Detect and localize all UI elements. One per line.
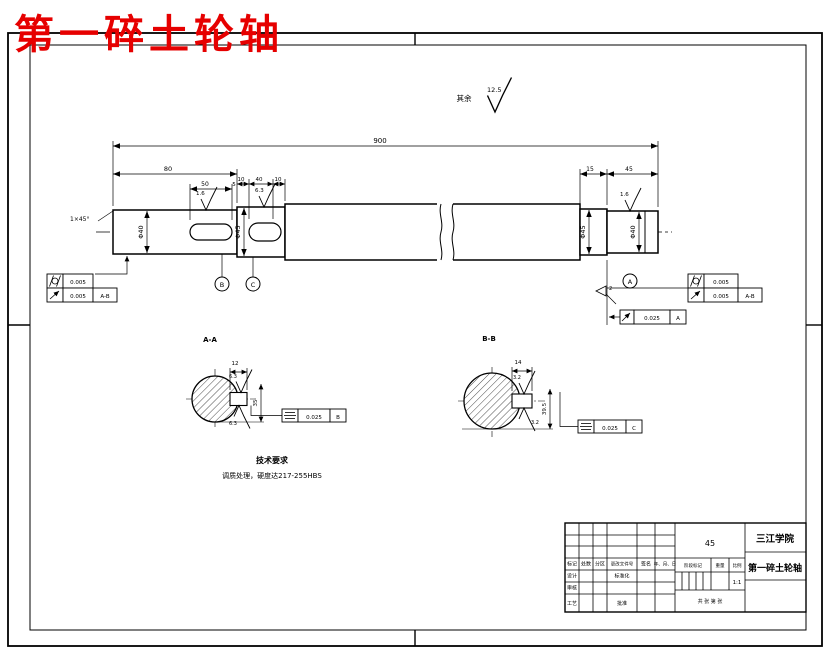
- section-b-sym-datum: C: [632, 426, 636, 432]
- general-roughness-label: 其余: [457, 93, 472, 103]
- section-b-label: B-B: [482, 335, 496, 343]
- tb-stage-mark: 阶段标记: [684, 562, 702, 569]
- tech-req-line1: 调质处理，硬度达217-255HBS: [222, 471, 322, 480]
- title-block: 标记 处数 分区 更改文件号 签名 年、月、日 设计 标准化 审核 工艺 批准 …: [564, 522, 807, 613]
- tb-standardize: 标准化: [614, 573, 629, 580]
- section-a-sym-datum: B: [336, 415, 340, 421]
- section-b-rough-bottom: 3.2: [531, 420, 539, 426]
- section-b-rough-top: 3.2: [513, 375, 521, 381]
- technical-requirements: 技术要求 调质处理，硬度达217-255HBS: [222, 455, 322, 480]
- tol-left-2-value: 0.005: [70, 294, 86, 300]
- roughness-icon: [518, 370, 536, 395]
- datum-c-label: C: [251, 281, 256, 289]
- tol-right-2-datum: A-B: [745, 294, 754, 300]
- dim-step-3: 10: [275, 177, 282, 183]
- break-lines: [437, 202, 455, 262]
- tb-header-zone: 分区: [595, 561, 605, 568]
- tb-part-name: 第一碎土轮轴: [748, 562, 802, 574]
- chamfer-note: 1×45°: [70, 216, 89, 223]
- tol-lower-value: 0.025: [644, 316, 660, 322]
- tol-lower-datum: A: [676, 316, 680, 322]
- tol-right-2-value: 0.005: [713, 294, 729, 300]
- section-a-key-depth: 35: [253, 399, 259, 406]
- section-b-key-width: 14: [515, 360, 522, 366]
- tb-header-date: 年、月、日: [654, 561, 677, 568]
- roughness-second-value: 6.3: [255, 188, 264, 194]
- cylindricity-icon: [690, 275, 702, 287]
- datum-labels: B C A: [214, 254, 688, 292]
- section-a-rough-bottom: 6.3: [229, 421, 237, 427]
- dim-right-2: 45: [625, 166, 633, 173]
- tolerance-frames-left: 0.005 0.005 A-B: [46, 255, 130, 303]
- tb-design: 设计: [567, 573, 577, 580]
- sheet-border: [7, 32, 823, 647]
- keyways: [189, 222, 282, 242]
- symmetry-icon: [580, 423, 592, 430]
- cylindricity-icon: [49, 275, 61, 287]
- tb-scale-label: 比例: [733, 562, 742, 569]
- tech-req-heading: 技术要求: [256, 455, 289, 465]
- roughness-icon: [235, 369, 253, 393]
- dim-overall: 900: [373, 137, 386, 145]
- section-a: A-A 12 35 6.3 6.3 0.025 B: [186, 336, 347, 429]
- symmetry-icon: [284, 412, 296, 419]
- tb-sheet-info: 共 张 第 张: [698, 598, 723, 605]
- general-roughness-value: 12.5: [487, 86, 501, 94]
- section-a-sym-value: 0.025: [306, 415, 322, 421]
- tb-header-docno: 更改文件号: [611, 561, 634, 568]
- dim-left-length: 80: [164, 165, 172, 173]
- tolerance-frames-right: 0.005 0.005 A-B 0.025 A: [609, 273, 763, 325]
- tb-process: 工艺: [567, 601, 577, 607]
- runout-icon: [49, 290, 60, 300]
- tb-header-mark: 标记: [567, 561, 577, 568]
- section-b-sym-value: 0.025: [602, 426, 618, 432]
- dimensions: [97, 141, 659, 325]
- tb-weight: 重量: [716, 562, 725, 569]
- roughness-right-value: 1.6: [620, 192, 629, 198]
- roughness-icon: [486, 76, 513, 113]
- roughness-left-value: 1.6: [196, 191, 205, 197]
- tb-approve: 批准: [617, 600, 627, 607]
- dia-second: Φ45: [234, 225, 242, 238]
- tb-material: 45: [705, 539, 715, 548]
- tol-left-2-datum: A-B: [100, 294, 109, 300]
- tb-check: 审核: [567, 585, 577, 592]
- tb-header-sign: 签名: [641, 561, 651, 568]
- tol-left-1-value: 0.005: [70, 280, 86, 286]
- section-a-rough-top: 6.3: [229, 374, 237, 380]
- section-a-keyway: [229, 391, 248, 407]
- dia-right-journal: Φ40: [629, 225, 637, 238]
- section-b: B-B 14 39.5 3.2 3.2 0.025 C: [458, 335, 643, 437]
- flag-note: 2: [609, 286, 612, 292]
- main-view: 900 80 50 5 10 40 10 15 45 Φ40 Φ45 Φ45 Φ…: [70, 137, 688, 325]
- datum-a-label: A: [628, 278, 633, 286]
- tol-right-1-value: 0.005: [713, 280, 729, 286]
- general-roughness-note: 其余 12.5: [457, 76, 513, 113]
- tb-scale-value: 1:1: [733, 580, 742, 586]
- dimension-texts: 900 80 50 5 10 40 10 15 45 Φ40 Φ45 Φ45 Φ…: [70, 137, 637, 239]
- tb-header-count: 处数: [581, 561, 591, 568]
- section-a-key-width: 12: [232, 361, 239, 367]
- dim-right-1: 15: [586, 166, 594, 173]
- runout-icon: [621, 312, 631, 322]
- runout-icon: [690, 290, 701, 300]
- dim-keyway1-length: 50: [201, 181, 209, 188]
- centering-marks: [8, 33, 822, 646]
- datum-b-label: B: [220, 281, 224, 289]
- dim-keyway1-gap: 5: [232, 182, 236, 188]
- page-title: 第一碎土轮轴: [14, 12, 284, 58]
- center-hole-flag: 2: [595, 285, 617, 305]
- tb-school: 三江学院: [756, 533, 795, 545]
- section-a-label: A-A: [203, 336, 217, 344]
- section-b-keyway: [511, 393, 533, 409]
- dia-left-journal: Φ40: [137, 225, 145, 238]
- roughness-marks: 1.6 6.3 1.6: [196, 183, 642, 212]
- dim-step-1: 10: [238, 177, 245, 183]
- dia-right-step: Φ45: [579, 225, 587, 238]
- dim-step-2: 40: [256, 177, 263, 183]
- section-b-key-depth: 39.5: [542, 402, 548, 415]
